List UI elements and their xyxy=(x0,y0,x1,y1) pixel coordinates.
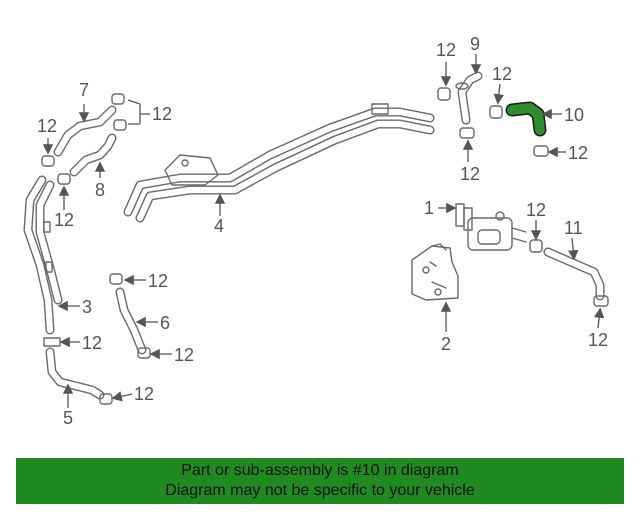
callout-12: 12 xyxy=(492,64,512,84)
callout-1: 1 xyxy=(424,198,434,218)
clamp-group-12[interactable] xyxy=(41,87,609,405)
callout-12: 12 xyxy=(436,40,456,60)
callout-12: 12 xyxy=(148,271,168,291)
banner-line-2: Diagram may not be specific to your vehi… xyxy=(165,482,475,499)
callout-12: 12 xyxy=(174,345,194,365)
leader-lines xyxy=(42,54,605,408)
part-info-banner: Part or sub-assembly is #10 in diagram D… xyxy=(16,458,624,504)
part-7-hose[interactable] xyxy=(53,105,117,157)
part-8-hose[interactable] xyxy=(69,133,117,177)
callout-11: 11 xyxy=(564,218,583,238)
callout-10: 10 xyxy=(564,105,584,125)
part-11-hose[interactable] xyxy=(543,247,605,301)
part-3-line[interactable] xyxy=(23,175,63,335)
callout-12: 12 xyxy=(568,143,588,163)
callout-12: 12 xyxy=(526,200,546,220)
callout-4: 4 xyxy=(214,216,224,236)
callout-12: 12 xyxy=(37,116,57,136)
banner-line-1: Part or sub-assembly is #10 in diagram xyxy=(181,462,459,479)
callout-5: 5 xyxy=(63,408,73,428)
callout-9: 9 xyxy=(470,34,480,54)
callout-7: 7 xyxy=(79,80,89,100)
callout-12: 12 xyxy=(82,333,102,353)
callout-6: 6 xyxy=(160,313,170,333)
callout-12: 12 xyxy=(54,210,74,230)
part-4-tube-assembly[interactable] xyxy=(123,103,435,223)
part-2-bracket[interactable] xyxy=(411,243,459,301)
part-5-hose[interactable] xyxy=(45,347,105,400)
part-9-elbow-hose[interactable] xyxy=(455,71,483,125)
callout-3: 3 xyxy=(82,297,92,317)
callout-12: 12 xyxy=(152,104,172,124)
parts-diagram: 7 12 12 12 8 4 3 12 5 12 6 12 12 12 9 12… xyxy=(23,34,609,428)
callout-12: 12 xyxy=(460,164,480,184)
part-1-vacuum-valve[interactable] xyxy=(455,203,527,251)
callout-12: 12 xyxy=(588,330,608,350)
callout-12: 12 xyxy=(134,384,154,404)
part-6-hose[interactable] xyxy=(115,287,147,355)
callout-labels: 7 12 12 12 8 4 3 12 5 12 6 12 12 12 9 12… xyxy=(37,34,608,428)
callout-8: 8 xyxy=(95,180,105,200)
part-10-hose-highlighted[interactable] xyxy=(505,101,547,137)
callout-2: 2 xyxy=(441,334,451,354)
